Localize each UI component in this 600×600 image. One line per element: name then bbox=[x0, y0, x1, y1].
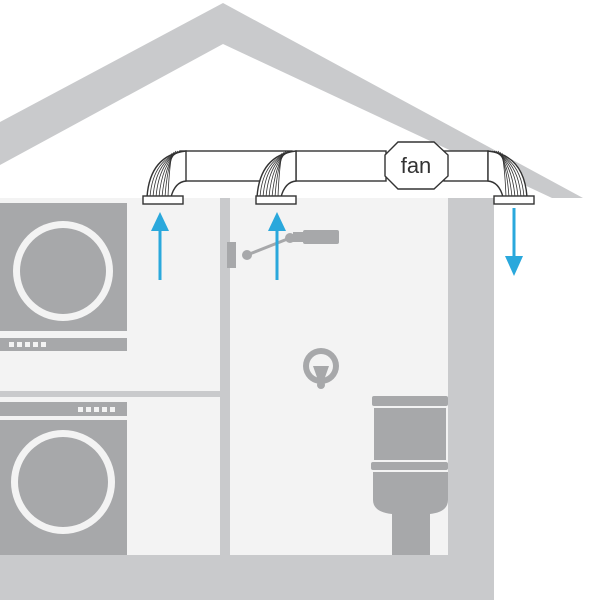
arrow-up-icon bbox=[268, 212, 286, 280]
duct-elbow-icon bbox=[142, 150, 187, 205]
duct-segment bbox=[295, 150, 387, 182]
laundry-shelf bbox=[0, 391, 220, 397]
stacked-dryer bbox=[0, 203, 127, 351]
toilet bbox=[371, 396, 448, 555]
fan-label: fan bbox=[401, 153, 432, 178]
roof bbox=[0, 3, 583, 198]
stacked-washer bbox=[0, 402, 127, 555]
fan-icon bbox=[384, 141, 449, 190]
duct-system bbox=[142, 141, 535, 205]
airflow-arrows bbox=[151, 208, 523, 280]
interior-wall bbox=[220, 198, 230, 555]
shower-head bbox=[303, 348, 339, 389]
duct-elbow-icon bbox=[487, 150, 535, 205]
arrow-up-icon bbox=[151, 212, 169, 280]
wall-light bbox=[227, 230, 339, 268]
duct-segment bbox=[443, 150, 489, 182]
duct-elbow-icon bbox=[255, 150, 297, 205]
arrow-down-icon bbox=[505, 208, 523, 276]
